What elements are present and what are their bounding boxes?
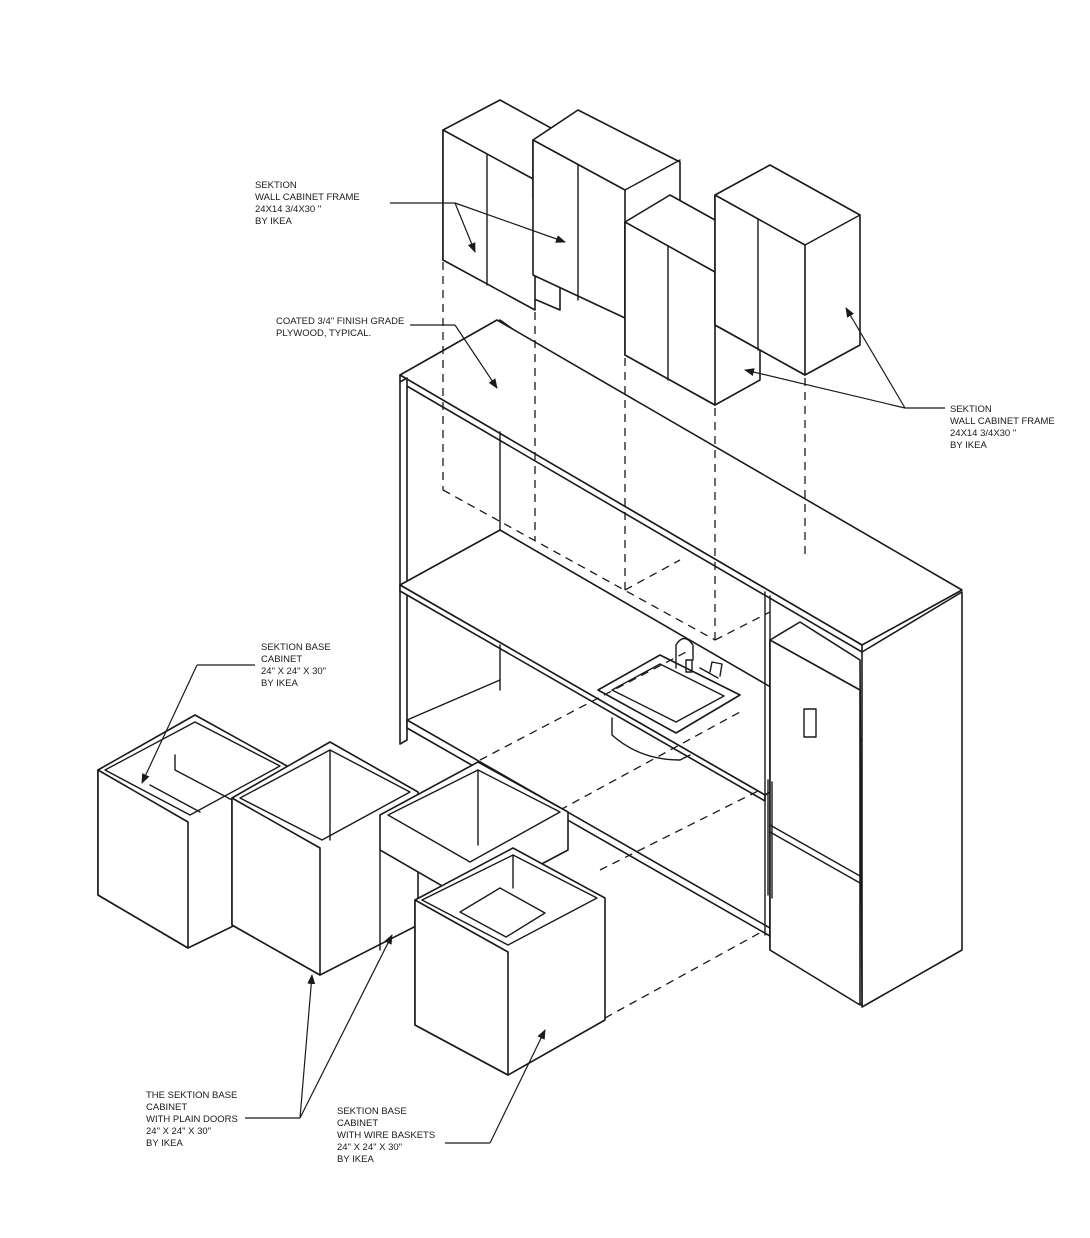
label-wall-cabinet-left: SEKTION WALL CABINET FRAME 24X14 3/4X30 …	[255, 180, 360, 228]
label-line: WALL CABINET FRAME	[255, 192, 360, 203]
label-line: SEKTION BASE	[337, 1106, 407, 1117]
sink	[597, 637, 741, 761]
label-line: SEKTION	[255, 180, 297, 191]
label-line: PLYWOOD, TYPICAL.	[276, 328, 372, 339]
label-line: CABINET	[146, 1102, 188, 1113]
refrigerator	[767, 621, 863, 1006]
label-wall-cabinet-right: SEKTION WALL CABINET FRAME 24X14 3/4X30 …	[950, 404, 1055, 452]
label-line: WITH PLAIN DOORS	[146, 1114, 238, 1125]
label-line: SEKTION BASE	[261, 642, 331, 653]
label-line: CABINET	[337, 1118, 379, 1129]
wall-cabinets	[442, 99, 861, 406]
label-line: 24" X 24" X 30"	[146, 1126, 212, 1137]
label-line: CABINET	[261, 654, 303, 665]
label-line: SEKTION	[950, 404, 992, 415]
label-wire-baskets: SEKTION BASE CABINET WITH WIRE BASKETS 2…	[337, 1106, 435, 1166]
label-line: 24X14 3/4X30 "	[255, 204, 322, 215]
label-line: BY IKEA	[337, 1154, 374, 1165]
label-line: 24X14 3/4X30 "	[950, 428, 1017, 439]
projection-lines	[442, 262, 806, 1019]
label-line: WITH WIRE BASKETS	[337, 1130, 436, 1141]
base-cabinets	[97, 714, 606, 1076]
label-line: COATED 3/4" FINISH GRADE	[276, 316, 405, 327]
label-line: BY IKEA	[146, 1138, 183, 1149]
label-plain-doors: THE SEKTION BASE CABINET WITH PLAIN DOOR…	[146, 1090, 238, 1150]
label-line: BY IKEA	[261, 678, 298, 689]
label-line: THE SEKTION BASE	[146, 1090, 238, 1101]
label-line: BY IKEA	[255, 216, 292, 227]
label-line: 24" X 24" X 30"	[261, 666, 327, 677]
label-plywood: COATED 3/4" FINISH GRADE PLYWOOD, TYPICA…	[276, 316, 404, 340]
leader-lines	[141, 202, 945, 1144]
label-line: BY IKEA	[950, 440, 987, 451]
plywood-shelving-unit	[399, 319, 963, 1008]
label-base-cabinet: SEKTION BASE CABINET 24" X 24" X 30" BY …	[261, 642, 331, 690]
label-line: WALL CABINET FRAME	[950, 416, 1055, 427]
label-line: 24" X 24" X 30"	[337, 1142, 403, 1153]
